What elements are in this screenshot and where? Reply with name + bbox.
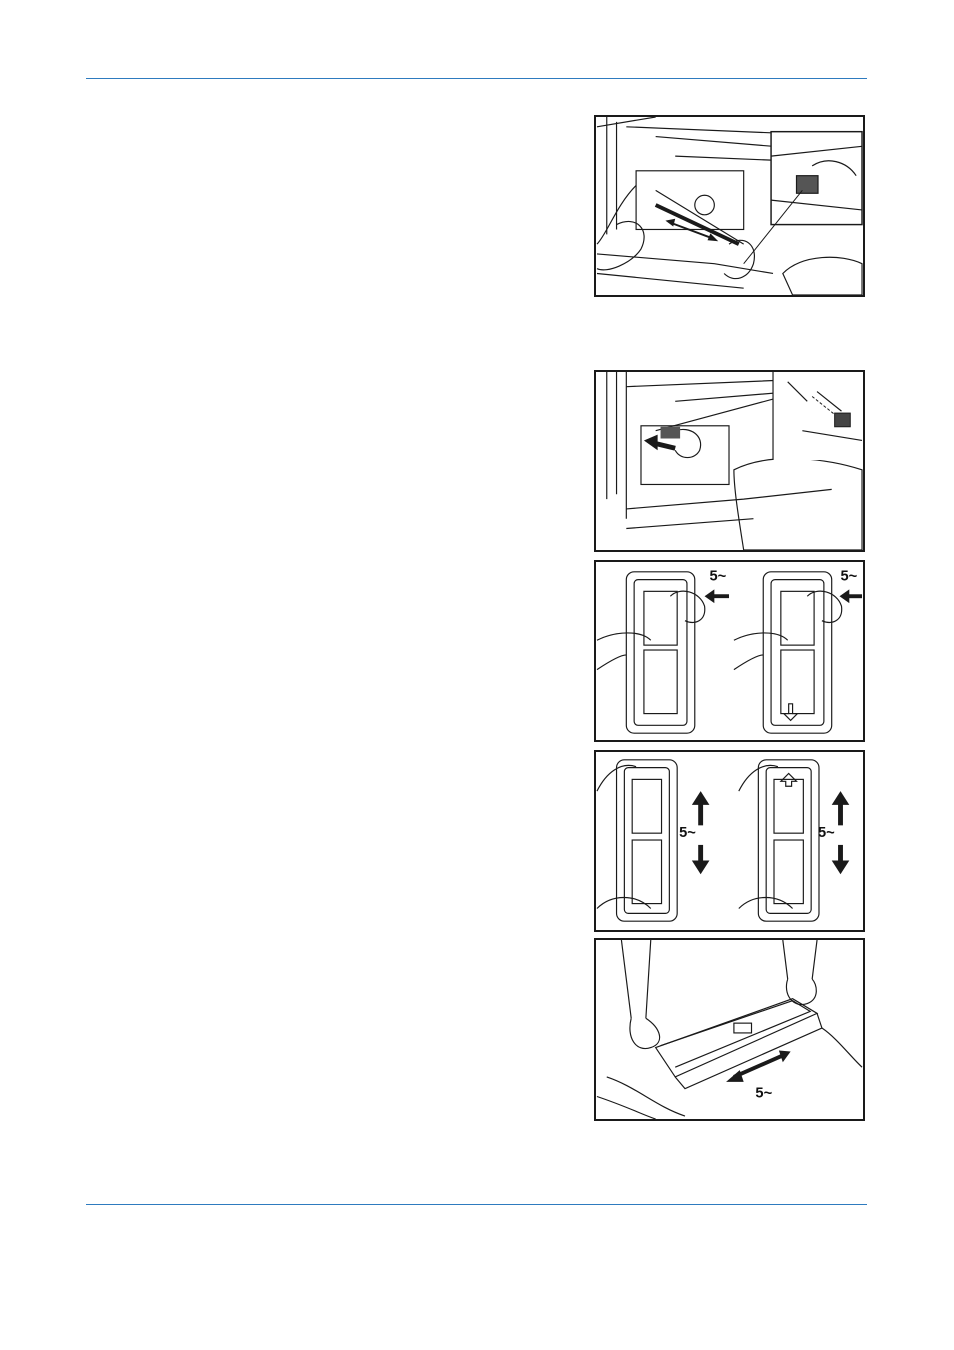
figure-shake-toner-top: 5~ 5~: [594, 560, 865, 742]
shake-count-label: 5~: [755, 1085, 772, 1101]
shake-toner-vertical-illustration: 5~ 5~: [596, 759, 850, 922]
cleaning-rod-illustration: [596, 117, 863, 295]
shake-toner-top-illustration: 5~ 5~: [596, 569, 863, 734]
footer-rule: [86, 1204, 867, 1205]
figure-shake-toner-horizontal: 5~: [594, 938, 865, 1121]
header-rule: [86, 78, 867, 79]
shake-count-label-left: 5~: [709, 569, 726, 585]
figure-cleaning-pad-replace: [594, 370, 865, 552]
cleaning-pad-illustration: [606, 372, 863, 550]
shake-count-label-right: 5~: [841, 569, 858, 585]
shake-count-label-left: 5~: [679, 825, 696, 841]
shake-count-label-right: 5~: [818, 825, 835, 841]
figure-cleaning-rod: [594, 115, 865, 297]
shake-toner-horizontal-illustration: 5~: [596, 940, 863, 1119]
figure-shake-toner-vertical: 5~ 5~: [594, 750, 865, 932]
